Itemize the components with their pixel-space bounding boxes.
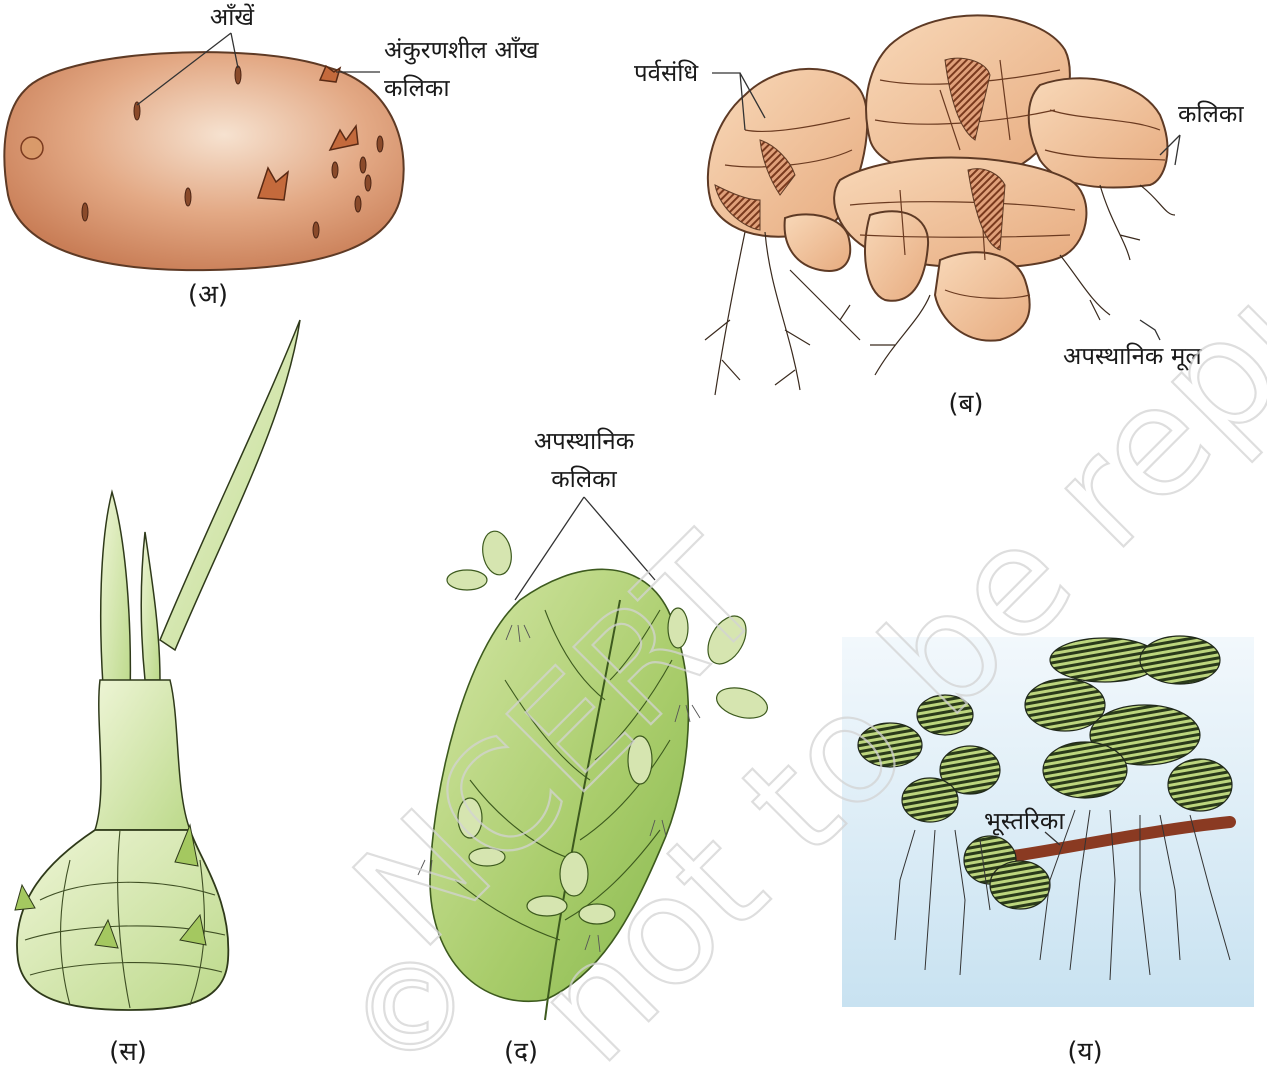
label-sprouting-eye-line1: अंकुरणशील आँख [384, 36, 539, 65]
panel-onion-bulb: (स) [15, 320, 300, 1067]
potato-tuber [4, 52, 403, 270]
label-stolon: भूस्तरिका [984, 807, 1065, 836]
caption-c: (स) [109, 1037, 147, 1067]
onion-neck [95, 680, 190, 830]
caption-a: (अ) [188, 280, 228, 310]
label-sprouting-eye-line2: कलिका [384, 74, 450, 102]
caption-b: (ब) [948, 389, 983, 419]
onion-shoot-left [101, 492, 131, 700]
panel-potato: आँखें अंकुरणशील आँख कलिका (अ) [4, 3, 539, 310]
label-bud: कलिका [1178, 100, 1244, 128]
caption-d: (द) [504, 1037, 538, 1067]
onion-shoot-middle [141, 532, 160, 680]
label-node: पर्वसंधि [634, 59, 699, 87]
potato-star-eye [21, 137, 43, 159]
label-adventitious-bud-line1: अपस्थानिक [534, 427, 635, 455]
caption-e: (य) [1067, 1037, 1102, 1067]
label-eyes: आँखें [210, 3, 255, 31]
label-adventitious-bud-line2: कलिका [551, 465, 617, 493]
onion-tall-leaf [160, 320, 300, 650]
